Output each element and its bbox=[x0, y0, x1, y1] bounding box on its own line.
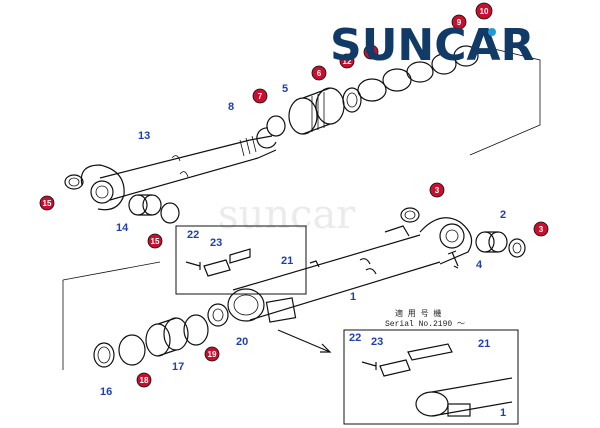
label-21: 21 bbox=[281, 255, 293, 267]
svg-text:15: 15 bbox=[151, 237, 160, 246]
svg-text:15: 15 bbox=[43, 199, 52, 208]
svg-text:3: 3 bbox=[435, 186, 440, 195]
callout-3-right: 3 bbox=[533, 221, 549, 237]
callout-7: 7 bbox=[252, 88, 268, 104]
rod-bushing bbox=[128, 194, 162, 216]
logo-accent-dot bbox=[488, 28, 496, 36]
bolt-22 bbox=[185, 261, 201, 270]
svg-text:7: 7 bbox=[258, 92, 263, 101]
svg-text:10: 10 bbox=[480, 7, 489, 16]
piston-nut bbox=[207, 303, 229, 327]
watermark: suncar bbox=[218, 192, 356, 238]
head-seal bbox=[342, 87, 362, 113]
serial-note-range: Serial No.2190 〜 bbox=[385, 320, 465, 329]
grease-fitting bbox=[447, 250, 459, 269]
rod-dust-seal bbox=[64, 174, 84, 190]
seal-ring-a bbox=[406, 61, 434, 83]
ring-19 bbox=[183, 314, 209, 346]
suncar-logo: SUNCAR bbox=[330, 20, 534, 71]
callout-19: 19 bbox=[204, 346, 220, 362]
label-14: 14 bbox=[116, 222, 129, 234]
svg-text:12: 12 bbox=[343, 57, 352, 66]
svg-text:6: 6 bbox=[317, 69, 322, 78]
svg-text:11: 11 bbox=[367, 48, 376, 57]
detail-box-lower bbox=[343, 329, 519, 425]
pin-bushing bbox=[475, 231, 508, 253]
piston-rod bbox=[80, 135, 277, 211]
callout-9: 9 bbox=[451, 14, 467, 30]
piston bbox=[145, 317, 189, 357]
snap-ring bbox=[256, 127, 277, 149]
callout-11: 11 bbox=[363, 44, 379, 60]
label-23-detail: 23 bbox=[371, 336, 383, 348]
label-23: 23 bbox=[210, 237, 222, 249]
label-2: 2 bbox=[500, 209, 506, 221]
suncar-logo-text: SUNCAR bbox=[330, 20, 534, 71]
seal-ring-11 bbox=[382, 68, 412, 92]
label-1-detail: 1 bbox=[500, 407, 506, 419]
label-1: 1 bbox=[350, 291, 356, 303]
svg-text:9: 9 bbox=[457, 18, 462, 27]
label-8: 8 bbox=[228, 101, 234, 113]
label-5: 5 bbox=[282, 83, 288, 95]
wear-ring-16 bbox=[93, 342, 115, 368]
callout-6: 6 bbox=[311, 65, 327, 81]
label-17: 17 bbox=[172, 361, 184, 373]
svg-text:18: 18 bbox=[140, 376, 149, 385]
seal-ring-10 bbox=[453, 45, 479, 67]
cylinder-head bbox=[288, 87, 345, 135]
label-22: 22 bbox=[187, 229, 199, 241]
callout-10: 10 bbox=[475, 2, 493, 20]
callout-15-mid: 15 bbox=[147, 233, 163, 249]
ring-18 bbox=[118, 334, 146, 366]
label-16: 16 bbox=[100, 386, 112, 398]
label-22-detail: 22 bbox=[349, 332, 361, 344]
svg-text:19: 19 bbox=[208, 350, 217, 359]
callout-18: 18 bbox=[136, 372, 152, 388]
pipe-21 bbox=[229, 248, 251, 264]
detail-arrow bbox=[277, 329, 331, 353]
detail-box-upper bbox=[175, 225, 307, 295]
serial-note-title: 適 用 号 機 bbox=[395, 308, 441, 319]
label-13: 13 bbox=[138, 130, 150, 142]
callout-12: 12 bbox=[339, 53, 355, 69]
callout-15-left: 15 bbox=[39, 195, 55, 211]
dust-seal-ring bbox=[508, 238, 526, 258]
seal-ring-12 bbox=[357, 78, 387, 102]
callout-3-top: 3 bbox=[429, 182, 445, 198]
ring-7 bbox=[266, 115, 286, 137]
clamp-plate bbox=[203, 259, 231, 277]
label-4: 4 bbox=[476, 259, 483, 271]
label-21-detail: 21 bbox=[478, 338, 490, 350]
label-20: 20 bbox=[236, 336, 248, 348]
cylinder-tube bbox=[227, 217, 473, 323]
dust-seal-top bbox=[400, 207, 420, 223]
rod-seal-ring bbox=[160, 202, 180, 224]
svg-text:3: 3 bbox=[539, 225, 544, 234]
seal-ring-9 bbox=[431, 53, 457, 75]
